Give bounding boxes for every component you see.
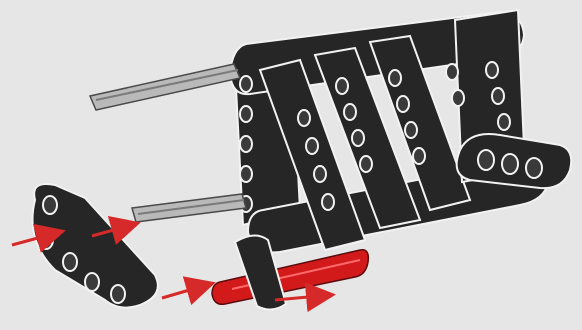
lego-liftarm-icon [33, 184, 158, 308]
lego-axle-gray-icon [90, 64, 246, 222]
lego-technic-frame-icon [230, 10, 571, 252]
